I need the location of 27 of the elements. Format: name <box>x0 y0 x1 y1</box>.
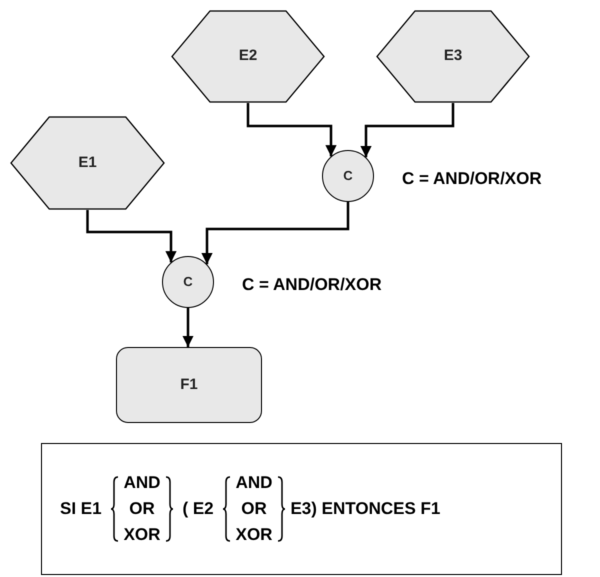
hexagon-node <box>376 10 530 103</box>
connector-arrow <box>182 308 194 347</box>
formula-text: SI E1 <box>60 498 102 520</box>
annotation-text: C = AND/OR/XOR <box>402 168 542 190</box>
connector-arrow <box>360 103 454 158</box>
operator-text: AND <box>236 472 272 494</box>
connector-arrow <box>246 103 337 156</box>
operator-text: AND <box>124 472 160 494</box>
hexagon-node <box>171 10 325 103</box>
operator-text: OR <box>241 498 267 520</box>
connector-arrow <box>86 210 177 262</box>
formula-box <box>41 443 562 575</box>
operator-text: XOR <box>124 524 160 546</box>
node-label: C <box>183 273 193 292</box>
node-label: C <box>343 167 353 186</box>
connector-arrow <box>201 202 350 264</box>
operator-text: XOR <box>236 524 272 546</box>
operator-text: OR <box>129 498 155 520</box>
node-label: E2 <box>238 46 258 66</box>
hexagon-node <box>10 116 165 210</box>
rounded-box <box>116 347 262 423</box>
node-label: F1 <box>180 374 198 395</box>
node-label: E1 <box>78 152 97 173</box>
node-label: E3 <box>444 46 462 66</box>
formula-text: E3) ENTONCES F1 <box>290 498 440 520</box>
formula-text: ( E2 <box>182 498 214 520</box>
annotation-text: C = AND/OR/XOR <box>242 274 382 296</box>
